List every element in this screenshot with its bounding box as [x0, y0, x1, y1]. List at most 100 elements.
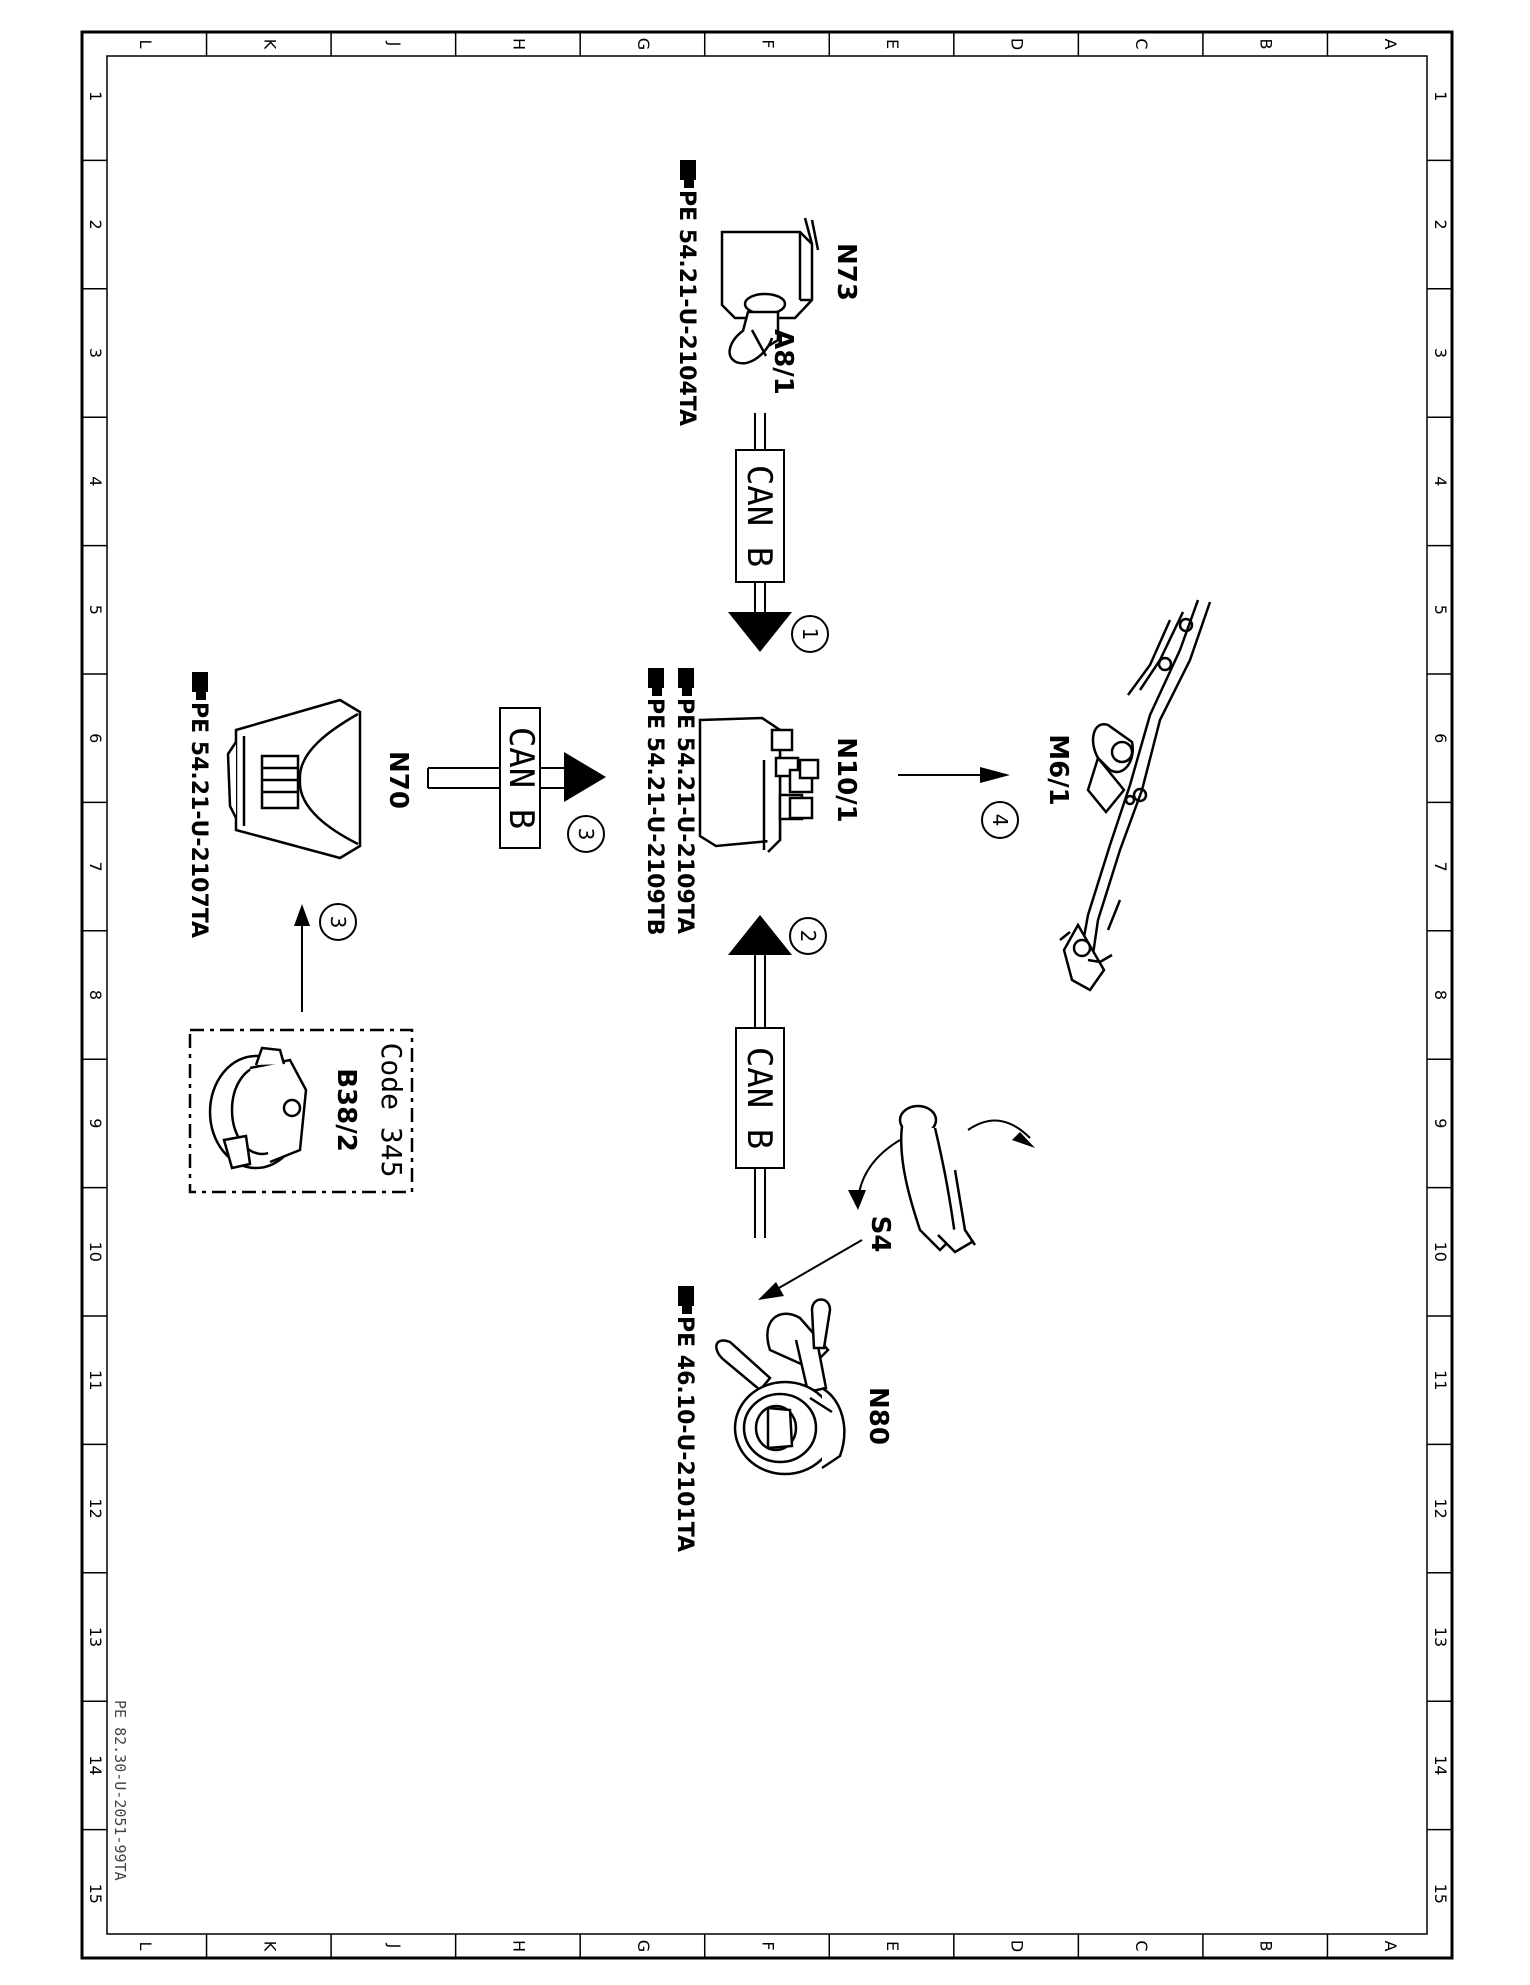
m6-1-label: M6/1 — [1043, 734, 1073, 806]
n70-component: N70 PE 54.21-U-2107TA — [186, 672, 413, 938]
n73-a8-1-component: N73 A8/1 PE 54.21-U-2104TA — [674, 160, 861, 426]
grid-row-label-left: 9 — [86, 1118, 105, 1128]
grid-column-label-bottom: K — [260, 1941, 279, 1952]
grid-row-label-left: 14 — [86, 1755, 105, 1775]
n70-label: N70 — [383, 751, 413, 809]
grid-column-label-top: H — [509, 38, 528, 50]
n73-reference: PE 54.21-U-2104TA — [674, 190, 699, 426]
code-345-label: Code 345 — [375, 1043, 408, 1178]
grid-row-label-right: 7 — [1431, 862, 1450, 872]
grid-row-label-right: 15 — [1431, 1884, 1450, 1904]
grid-column-label-top: D — [1008, 38, 1027, 50]
grid-row-label-right: 4 — [1431, 476, 1450, 486]
m6-1-component: M6/1 4 — [898, 599, 1212, 992]
grid-row-label-right: 14 — [1431, 1755, 1450, 1775]
grid-row-label-right: 12 — [1431, 1498, 1450, 1518]
grid-column-label-bottom: L — [136, 1942, 155, 1951]
grid-column-label-top: J — [385, 41, 404, 47]
n10-1-label: N10/1 — [831, 737, 861, 823]
can-b-connection-3: CAN B 3 — [427, 707, 606, 853]
grid-row-label-right: 5 — [1431, 605, 1450, 615]
can-b-connection-1: CAN B 1 — [728, 413, 829, 653]
ignition-switch-drawing — [720, 217, 820, 365]
reference-hand-icon — [678, 668, 694, 696]
grid-column-label-top: B — [1257, 39, 1276, 50]
grid-column-label-bottom: C — [1132, 1940, 1151, 1951]
grid-column-label-top: E — [883, 39, 902, 49]
grid-row-label-right: 6 — [1431, 733, 1450, 743]
grid-column-label-bottom: J — [385, 1943, 404, 1949]
n10-1-reference-a: PE 54.21-U-2109TA — [672, 698, 697, 934]
grid-row-label-left: 6 — [86, 733, 105, 743]
combination-switch-lever-drawing — [898, 1104, 977, 1254]
can-b-label-top: CAN B — [739, 465, 779, 567]
grid-column-label-bottom: D — [1008, 1940, 1027, 1952]
can-b-connection-2: CAN B 2 — [728, 915, 827, 1238]
step-3-label-a: 3 — [574, 828, 598, 841]
grid-row-label-left: 4 — [86, 476, 105, 486]
n80-label: N80 — [863, 1387, 893, 1445]
grid-row-label-left: 10 — [86, 1242, 105, 1262]
grid-row-label-right: 10 — [1431, 1242, 1450, 1262]
grid-row-label-left: 2 — [86, 220, 105, 230]
grid-column-label-top: C — [1132, 38, 1151, 49]
reference-hand-icon — [678, 1286, 694, 1314]
grid-row-label-right: 1 — [1431, 91, 1450, 101]
steering-column-module-drawing — [715, 1298, 846, 1476]
s4-n80-component: S4 N80 PE 46.10-U-2101TA — [672, 1104, 1035, 1552]
step-3-label-b: 3 — [326, 916, 350, 929]
grid-row-label-left: 5 — [86, 605, 105, 615]
n73-label: N73 — [831, 243, 861, 301]
step-2-label: 2 — [796, 930, 820, 943]
rain-light-sensor-drawing — [208, 1046, 308, 1170]
drawing-number: PE 82.30-U-2051-99TA — [111, 1700, 129, 1881]
grid-row-label-left: 11 — [86, 1370, 105, 1390]
grid-row-label-right: 9 — [1431, 1118, 1450, 1128]
grid-row-label-right: 11 — [1431, 1370, 1450, 1390]
grid-row-label-left: 1 — [86, 91, 105, 101]
grid-column-label-bottom: G — [634, 1940, 653, 1952]
grid-column-label-bottom: E — [883, 1941, 902, 1951]
grid-column-label-bottom: F — [759, 1941, 778, 1950]
grid-column-label-top: K — [260, 39, 279, 50]
can-b-label-left: CAN B — [501, 727, 541, 829]
grid-row-label-left: 3 — [86, 348, 105, 358]
sam-module-drawing — [698, 716, 820, 853]
grid-row-label-left: 8 — [86, 990, 105, 1000]
reference-hand-icon — [680, 160, 696, 188]
grid-column-label-bottom: A — [1381, 1941, 1400, 1952]
grid-row-label-right: 2 — [1431, 220, 1450, 230]
grid-column-label-bottom: B — [1257, 1941, 1276, 1952]
b38-2-label: B38/2 — [331, 1068, 361, 1152]
grid-column-label-bottom: H — [509, 1940, 528, 1952]
reference-hand-icon — [648, 668, 664, 696]
n10-1-component: N10/1 PE 54.21-U-2109TA PE 54.21-U-2109T… — [642, 668, 861, 936]
grid-row-label-right: 3 — [1431, 348, 1450, 358]
step-1-label: 1 — [798, 628, 822, 641]
grid-column-label-top: L — [136, 40, 155, 49]
grid-column-label-top: F — [759, 39, 778, 48]
n80-reference: PE 46.10-U-2101TA — [672, 1316, 697, 1552]
grid-row-label-left: 15 — [86, 1884, 105, 1904]
s4-label: S4 — [865, 1216, 895, 1253]
can-b-label-bottom: CAN B — [739, 1047, 779, 1149]
grid-row-label-left: 13 — [86, 1627, 105, 1647]
optional-equipment-box — [188, 1028, 414, 1194]
n70-reference: PE 54.21-U-2107TA — [186, 702, 211, 938]
grid-ticks — [82, 32, 1452, 1958]
grid-row-label-left: 7 — [86, 862, 105, 872]
overhead-control-panel-drawing — [226, 698, 362, 860]
reference-hand-icon — [192, 672, 208, 700]
grid-column-label-top: G — [634, 38, 653, 50]
step-4-label: 4 — [988, 814, 1012, 827]
grid-row-label-left: 12 — [86, 1498, 105, 1518]
grid-column-label-top: A — [1381, 39, 1400, 50]
drawing-frame — [80, 30, 1454, 1960]
b38-2-component: 3 Code 345 B38/2 — [188, 903, 414, 1194]
a8-1-label: A8/1 — [768, 329, 798, 395]
n10-1-reference-b: PE 54.21-U-2109TB — [642, 698, 667, 936]
grid-row-label-right: 13 — [1431, 1627, 1450, 1647]
